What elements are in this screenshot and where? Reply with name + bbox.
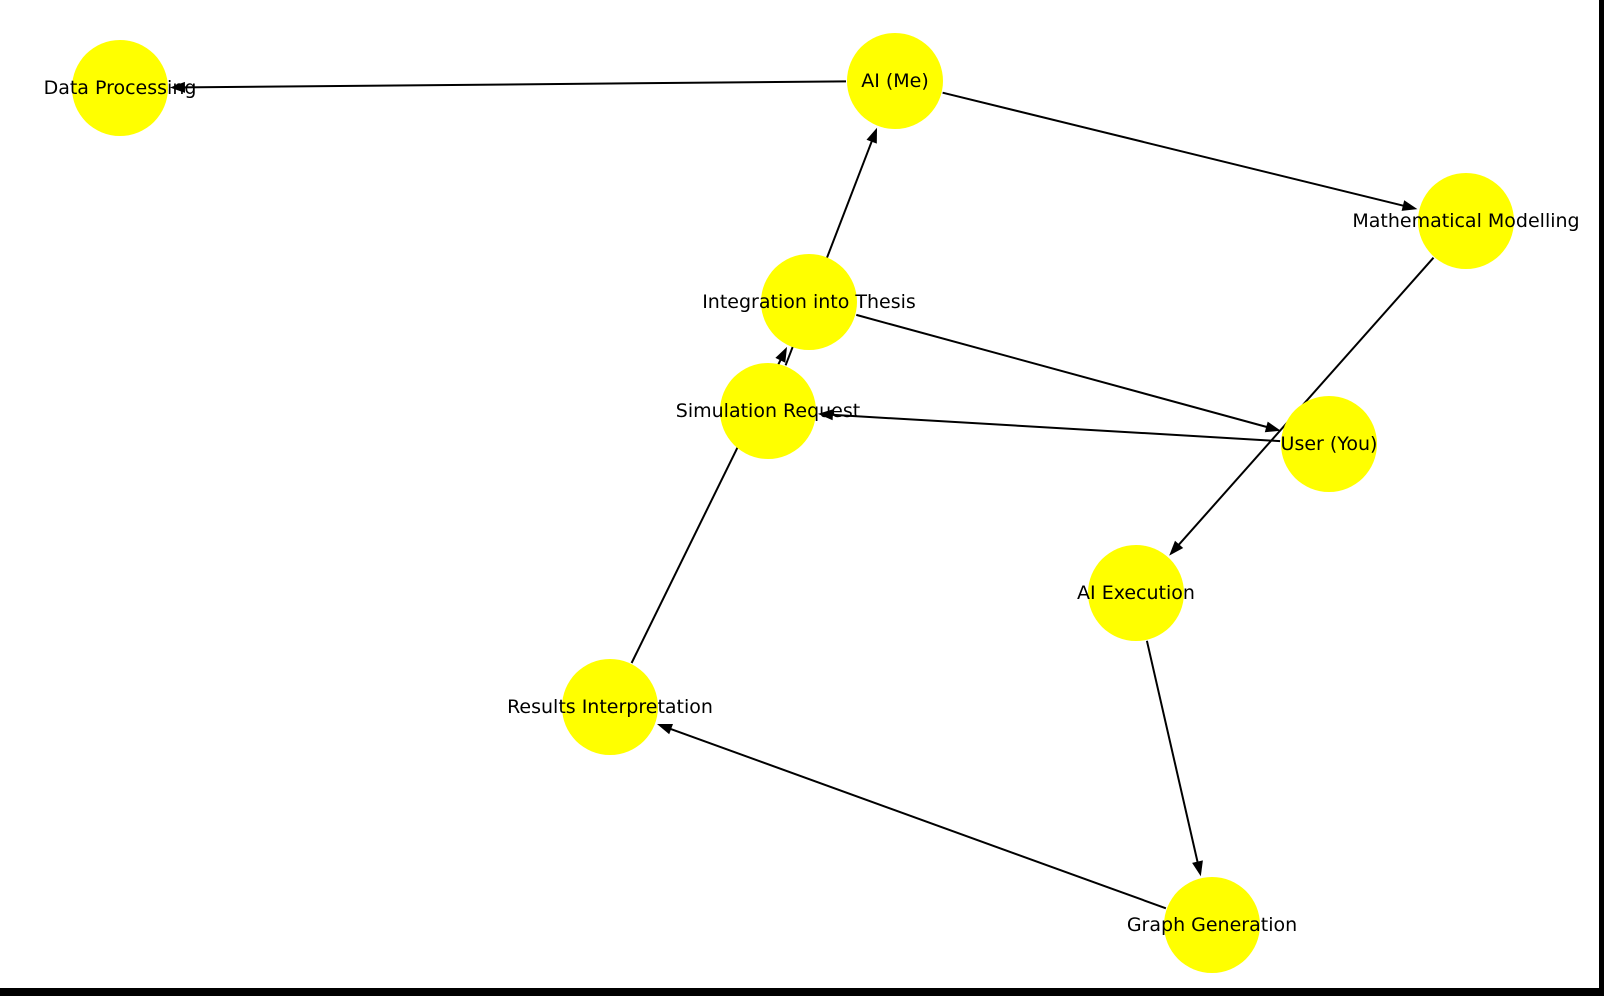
node-graph-generation	[1164, 877, 1260, 973]
arrowhead-icon	[1169, 540, 1184, 556]
arrowhead-icon	[1192, 860, 1203, 877]
edge-line	[669, 727, 1167, 910]
edge-ai-execution-to-graph-generation	[1145, 640, 1203, 877]
node-label-user-you: User (You)	[1281, 433, 1378, 455]
edge-user-you-to-simulation-request	[817, 409, 1281, 443]
edge-mathematical-modelling-to-ai-execution	[1169, 257, 1435, 556]
nodes-layer	[72, 33, 1514, 973]
edge-line	[183, 80, 847, 89]
edge-integration-into-thesis-to-user-you	[856, 313, 1281, 433]
edge-ai-me-to-data-processing	[170, 80, 847, 93]
edge-graph-generation-to-results-interpretation	[657, 724, 1167, 910]
node-data-processing	[72, 40, 168, 136]
arrowhead-icon	[170, 81, 185, 93]
arrowhead-icon	[1401, 200, 1418, 211]
arrowhead-icon	[775, 346, 787, 363]
labels-layer: Data Processing AI (Me) Mathematical Model…	[44, 70, 1580, 936]
node-simulation-request	[720, 363, 816, 459]
node-results-interpretation	[562, 659, 658, 755]
node-user-you	[1281, 396, 1377, 492]
node-ai-me	[847, 33, 943, 129]
edge-ai-me-to-mathematical-modelling	[942, 91, 1418, 211]
edge-line	[1177, 257, 1435, 546]
edge-line	[1145, 640, 1199, 863]
edge-line	[856, 313, 1268, 429]
node-integration-into-thesis	[761, 254, 857, 350]
node-label-integration-into-thesis: Integration into Thesis	[702, 291, 916, 313]
bottom-border-bar	[0, 988, 1604, 996]
node-label-graph-generation: Graph Generation	[1127, 914, 1297, 936]
node-label-data-processing: Data Processing	[44, 77, 197, 99]
arrowhead-icon	[866, 127, 877, 144]
node-mathematical-modelling	[1418, 173, 1514, 269]
edges-layer	[170, 80, 1435, 910]
node-label-ai-execution: AI Execution	[1077, 582, 1195, 604]
arrowhead-icon	[657, 724, 673, 735]
edge-line	[831, 413, 1281, 443]
node-label-ai-me: AI (Me)	[861, 70, 929, 92]
edge-line	[942, 91, 1405, 207]
node-label-results-interpretation: Results Interpretation	[507, 696, 713, 718]
arrowhead-icon	[817, 409, 834, 421]
node-ai-execution	[1088, 545, 1184, 641]
node-label-simulation-request: Simulation Request	[676, 400, 860, 422]
node-label-mathematical-modelling: Mathematical Modelling	[1352, 210, 1579, 232]
right-border-bar	[1599, 0, 1604, 996]
arrowhead-icon	[1264, 421, 1281, 433]
